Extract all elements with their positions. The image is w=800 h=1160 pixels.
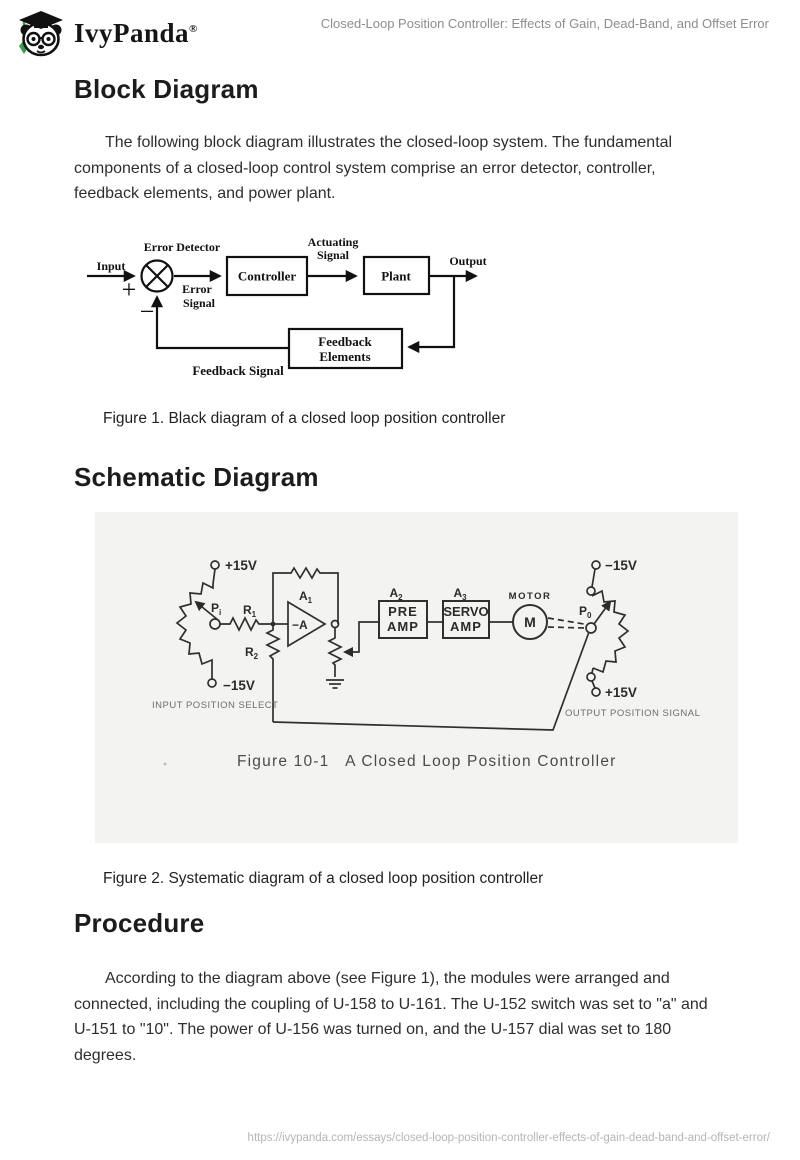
input-position-select-label: INPUT POSITION SELECT	[152, 700, 278, 711]
block-diagram-paragraph: The following block diagram illustrates …	[74, 134, 673, 203]
error-signal-label-2: Signal	[183, 296, 216, 310]
servoamp-label-1: SERVO	[443, 604, 488, 619]
servoamp-box	[442, 600, 490, 639]
actuating-label-2: Signal	[317, 248, 350, 262]
brand-name: IvyPanda®	[74, 17, 198, 48]
gain-pot	[327, 628, 343, 677]
input-pot-arc	[175, 581, 214, 666]
footer-source-url: https://ivypanda.com/essays/closed-loop-…	[247, 1132, 770, 1144]
opamp-gain-label: −A	[292, 618, 308, 632]
feedback-box-label-1: Feedback	[318, 334, 372, 349]
procedure-paragraph: According to the diagram above (see Figu…	[74, 970, 708, 1064]
feedback-signal-label: Feedback Signal	[192, 363, 284, 378]
input-label: Input	[97, 259, 126, 273]
minus-sign: −	[140, 297, 155, 326]
feedback-box-label-2: Elements	[319, 349, 370, 364]
plus15-terminal-right	[591, 687, 601, 697]
schematic-diagram-heading: Schematic Diagram	[74, 462, 319, 492]
servoamp-label-2: AMP	[450, 619, 482, 634]
a1-label: A1	[299, 589, 313, 605]
minus15-terminal-right	[591, 560, 601, 570]
output-pot-wiper-arrow	[593, 600, 612, 625]
motor-title-label: MOTOR	[509, 591, 552, 602]
figure2-caption: Figure 2. Systematic diagram of a closed…	[103, 870, 544, 887]
output-label: Output	[449, 254, 486, 268]
scan-smudge	[163, 762, 167, 766]
r1-label: R1	[243, 603, 257, 619]
input-pot-wiper	[209, 618, 221, 630]
scan-caption: Figure 10-1 A Closed Loop Position Contr…	[237, 753, 617, 770]
output-pot-top-node	[586, 586, 596, 596]
motor-coupling-dash-2	[547, 626, 585, 629]
plus-sign: +	[122, 275, 137, 304]
preamp-label-1: PRE	[388, 604, 418, 619]
schematic-svg: +15V −15V Pi R1 R2 A1 −A A2 A3 PRE AMP S…	[152, 558, 700, 770]
error-detector-label: Error Detector	[144, 240, 221, 254]
plus15-label-right: +15V	[605, 685, 637, 700]
error-signal-label-1: Error	[182, 282, 212, 296]
block-diagram-heading: Block Diagram	[74, 74, 259, 104]
figure1-block-diagram: Input Error Detector + − Error Signal Co…	[84, 233, 496, 383]
output-pot-wiper	[585, 622, 597, 634]
input-pot-wiper-arrow	[194, 600, 219, 621]
registered-mark: ®	[189, 22, 198, 35]
resistor-r2	[265, 624, 281, 722]
output-branch-line	[407, 276, 456, 354]
plant-label: Plant	[381, 269, 411, 284]
figure2-schematic-image: +15V −15V Pi R1 R2 A1 −A A2 A3 PRE AMP S…	[95, 512, 738, 843]
document-header-title: Closed-Loop Position Controller: Effects…	[320, 16, 769, 31]
output-pot-bottom-node	[586, 672, 596, 682]
figure1-caption: Figure 1. Black diagram of a closed loop…	[103, 410, 506, 427]
procedure-heading: Procedure	[74, 908, 205, 938]
motor-circle	[512, 604, 548, 640]
feedback-return-line	[150, 295, 289, 350]
r2-label: R2	[245, 645, 259, 661]
error-detector-node	[140, 259, 174, 293]
a2-label: A2	[389, 586, 403, 602]
feedback-bottom-rail	[272, 631, 590, 731]
p0-label: P0	[579, 604, 592, 620]
junction-dot	[270, 621, 276, 627]
plus15-label-left: +15V	[225, 558, 257, 573]
minus15-label-right: −15V	[605, 558, 637, 573]
output-position-signal-label: OUTPUT POSITION SIGNAL	[565, 708, 700, 719]
gain-pot-to-preamp-wire	[353, 621, 379, 653]
plus15-terminal-left	[210, 560, 220, 570]
motor-m-label: M	[524, 614, 536, 630]
controller-label: Controller	[238, 269, 296, 284]
a3-label: A3	[453, 586, 467, 602]
motor-coupling-dash-1	[547, 617, 585, 625]
opamp-output-node	[330, 619, 340, 629]
preamp-label-2: AMP	[387, 619, 419, 634]
resistor-r1	[220, 616, 273, 632]
minus15-terminal-left	[207, 678, 217, 688]
actuating-label-1: Actuating	[308, 235, 359, 249]
pi-label: Pi	[211, 601, 221, 617]
ivypanda-panda-icon	[19, 11, 63, 57]
minus15-label-left: −15V	[223, 678, 255, 693]
preamp-box	[378, 600, 428, 639]
opamp-feedback-resistor	[272, 566, 339, 624]
block-diagram-svg: Input Error Detector + − Error Signal Co…	[87, 235, 487, 378]
brand-logo: IvyPanda®	[13, 8, 198, 58]
